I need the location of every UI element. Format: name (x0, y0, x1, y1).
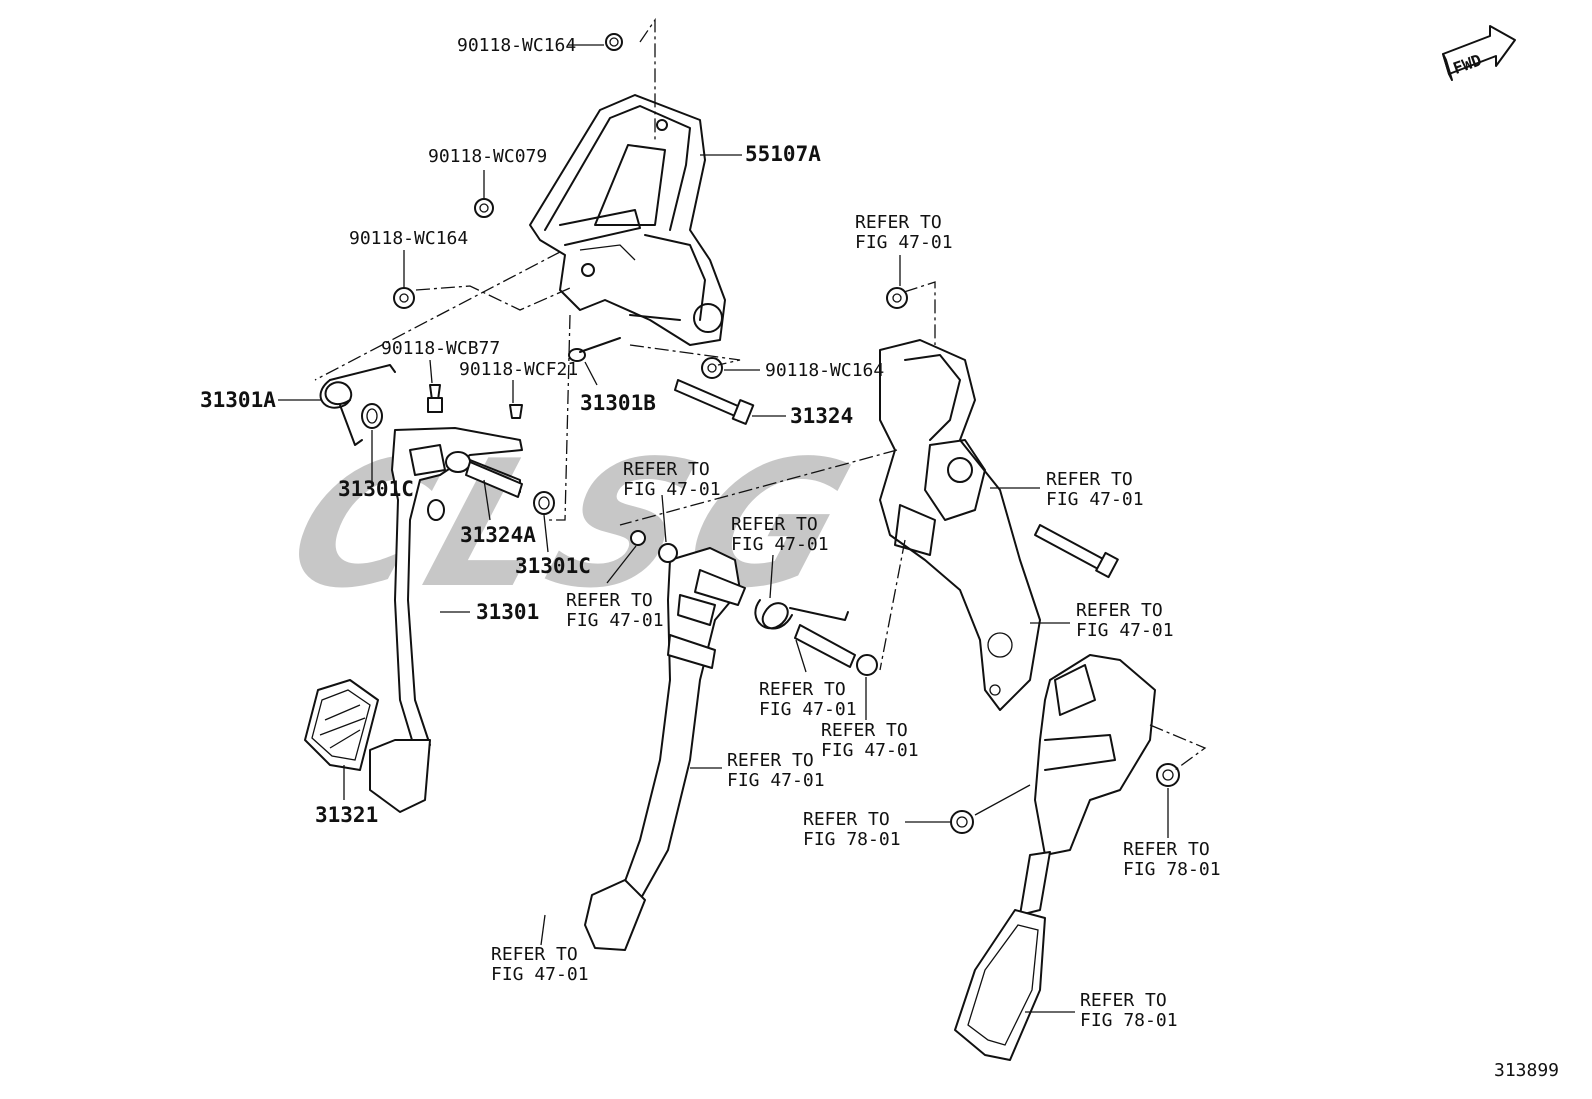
long-bolt-right (1034, 524, 1119, 579)
pedal-pad-31321 (304, 679, 379, 771)
nut-90118-wc079 (474, 198, 494, 218)
watermark: CLSG (266, 423, 882, 627)
collar-31324A (465, 461, 523, 498)
ref-bolt-line1: REFER TO (1046, 469, 1133, 490)
label-90118-wc164-left: 90118-WC164 (349, 228, 468, 249)
nut-90118-wc164-left (393, 287, 415, 309)
ref-bracket2-line1: REFER TO (1076, 600, 1163, 621)
label-31301C-right: 31301C (515, 554, 591, 578)
bushing-31301C-left (361, 403, 383, 429)
assembly-lines (314, 17, 1207, 771)
ref-spring-line1: REFER TO (731, 514, 818, 535)
ref-nut78-line1: REFER TO (803, 809, 890, 830)
clutch-pedal-31301 (369, 427, 523, 813)
label-31324A: 31324A (460, 523, 536, 547)
bolt-31301B (568, 337, 621, 362)
nut-bracket-top (886, 287, 908, 309)
label-31301: 31301 (476, 600, 539, 624)
ref-nutleft-line2: FIG 47-01 (566, 610, 664, 631)
ref-nut78r-line2: FIG 78-01 (1123, 859, 1221, 880)
nut-90118-wc164-right (701, 357, 723, 379)
ref-top-line2: FIG 47-01 (855, 232, 953, 253)
ref-pad2-line1: REFER TO (491, 944, 578, 965)
stopper-90118-wcf21 (509, 404, 523, 419)
accelerator-pedal (954, 654, 1156, 1061)
ref-bracket2-line2: FIG 47-01 (1076, 620, 1174, 641)
ref-bolt-line2: FIG 47-01 (1046, 489, 1144, 510)
ref-pin-line1: REFER TO (759, 679, 846, 700)
ref-nutleft-line1: REFER TO (566, 590, 653, 611)
nut-fig78-right (1156, 763, 1180, 787)
label-31301C-left: 31301C (338, 477, 414, 501)
label-90118-wcf21: 90118-WCF21 (459, 359, 578, 380)
ref-nut78r-line1: REFER TO (1123, 839, 1210, 860)
ref-bush2-line2: FIG 47-01 (821, 740, 919, 761)
brake-pedal-bracket (879, 339, 1041, 711)
brake-pedal (584, 530, 746, 951)
nut-fig78-left (950, 810, 974, 834)
ref-pin-line2: FIG 47-01 (759, 699, 857, 720)
ref-mid-line2: FIG 47-01 (623, 479, 721, 500)
diagram-id: 313899 (1494, 1060, 1559, 1081)
ref-spring-line2: FIG 47-01 (731, 534, 829, 555)
label-90118-wcb77: 90118-WCB77 (381, 338, 500, 359)
label-31301A: 31301A (200, 388, 276, 412)
label-90118-wc164-top: 90118-WC164 (457, 35, 576, 56)
clip-90118-wcb77 (427, 384, 443, 413)
ref-accel-line1: REFER TO (1080, 990, 1167, 1011)
label-31321: 31321 (315, 803, 378, 827)
brake-return-spring (754, 599, 849, 630)
ref-mid-line1: REFER TO (623, 459, 710, 480)
watermark-text: CLSG (266, 423, 882, 627)
label-90118-wc164-right: 90118-WC164 (765, 360, 884, 381)
bolt-31324 (674, 379, 755, 425)
part-labels: 90118-WC164 55107A 90118-WC079 90118-WC1… (200, 35, 1559, 1081)
bushing-31301C-right (533, 491, 555, 515)
ref-top-line1: REFER TO (855, 212, 942, 233)
label-31324: 31324 (790, 404, 853, 428)
label-31301B: 31301B (580, 391, 656, 415)
ref-pad2-line2: FIG 47-01 (491, 964, 589, 985)
pedal-bracket-55107A (529, 94, 726, 346)
ref-nut78-line2: FIG 78-01 (803, 829, 901, 850)
fwd-arrow-icon: FWD (1442, 25, 1516, 81)
ref-bush2-line1: REFER TO (821, 720, 908, 741)
leader-lines (278, 44, 1169, 1013)
ref-brake-line2: FIG 47-01 (727, 770, 825, 791)
brake-pin (794, 624, 878, 676)
label-90118-wc079: 90118-WC079 (428, 146, 547, 167)
ref-brake-line1: REFER TO (727, 750, 814, 771)
label-55107A: 55107A (745, 142, 821, 166)
ref-accel-line2: FIG 78-01 (1080, 1010, 1178, 1031)
nut-90118-wc164-top (605, 33, 623, 51)
